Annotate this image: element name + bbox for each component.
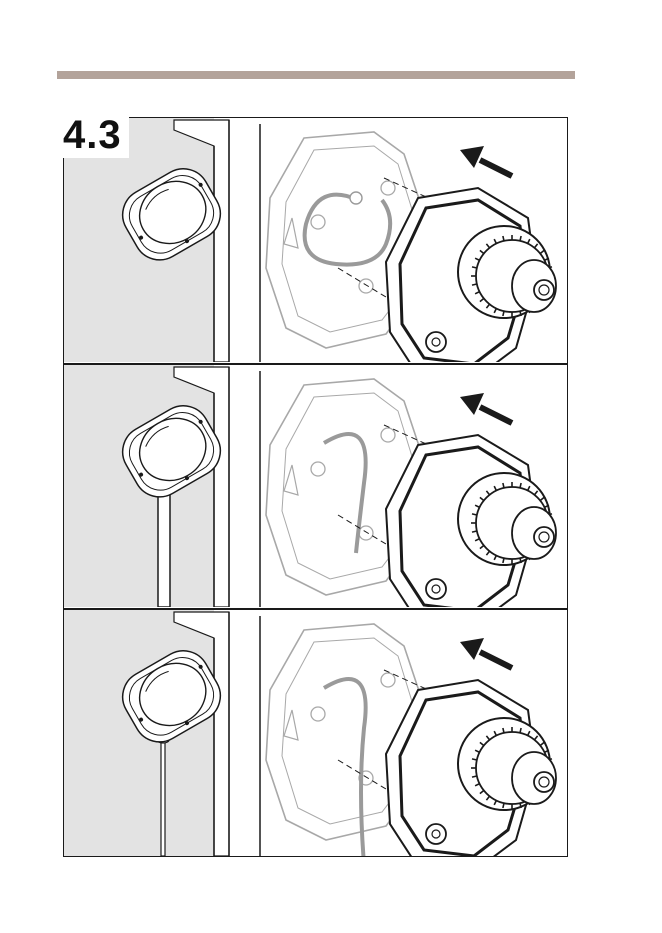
camera-unit-icon	[386, 680, 556, 856]
conduit-pipe	[155, 485, 173, 607]
push-icon	[460, 146, 512, 176]
panel-divider	[64, 363, 567, 365]
panel-divider	[64, 608, 567, 610]
camera-unit-icon	[386, 435, 556, 607]
camera-unit-icon	[386, 188, 556, 362]
step-badge: 4.3	[57, 110, 129, 158]
panel-conduit-from-below	[64, 365, 567, 607]
section-divider-rule	[57, 71, 575, 79]
panel-cable-from-below	[64, 610, 567, 856]
push-icon	[460, 638, 512, 668]
step-number: 4.3	[63, 113, 122, 157]
panel-cable-through-wall	[64, 118, 567, 362]
push-icon	[460, 393, 512, 423]
